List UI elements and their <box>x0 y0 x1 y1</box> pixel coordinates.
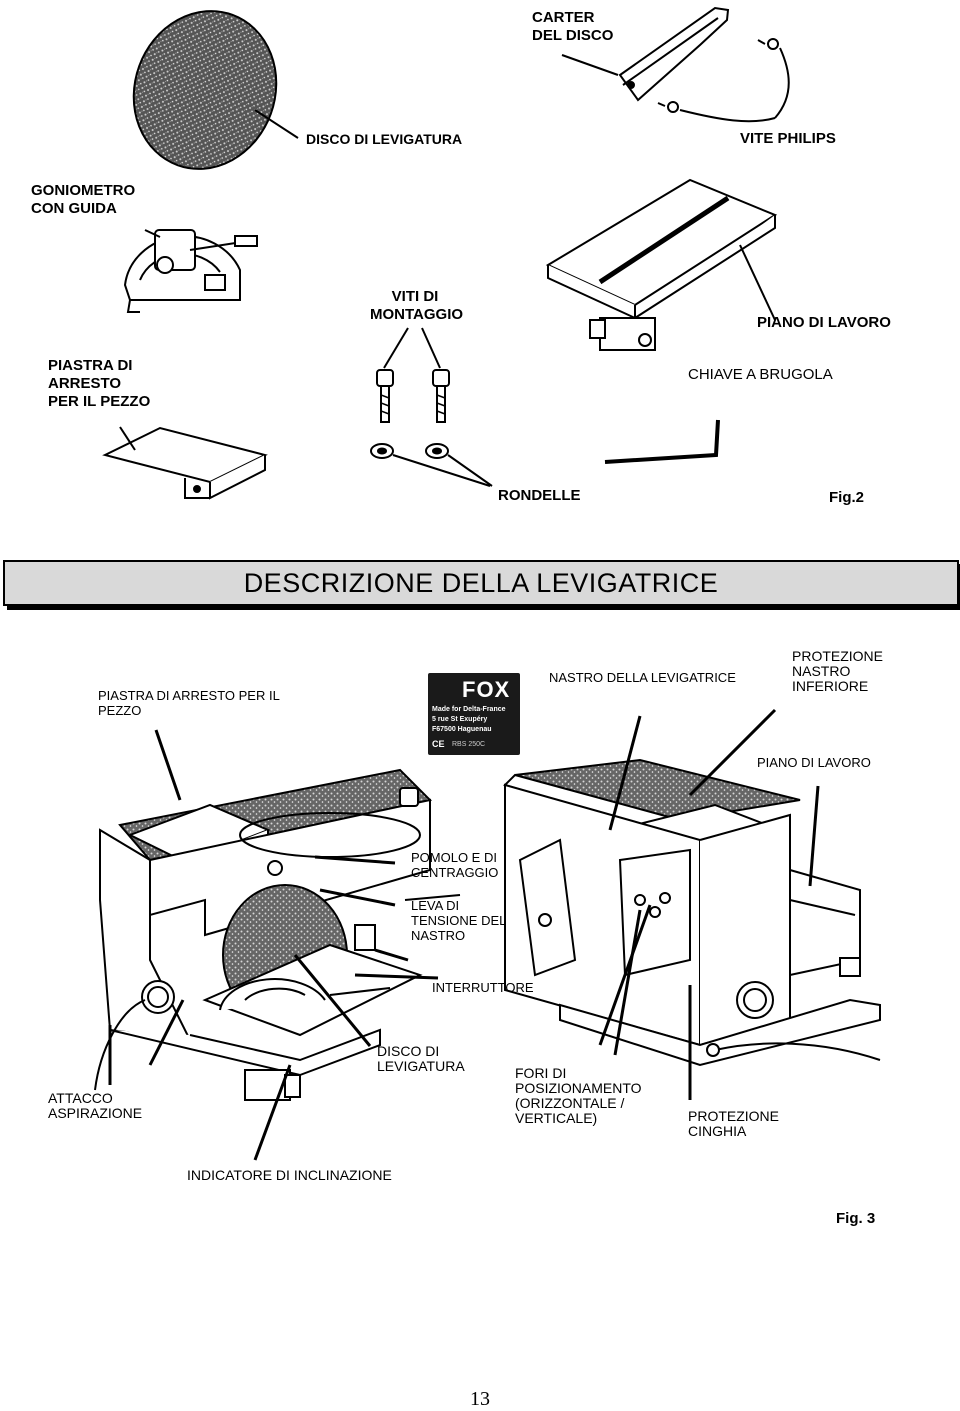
label-tilt-indicator: INDICATORE DI INCLINAZIONE <box>187 1167 392 1183</box>
label-disc-guard: CARTER DEL DISCO <box>532 9 614 44</box>
fig3-caption: Fig. 3 <box>836 1210 876 1227</box>
disc-guard-part <box>561 6 730 102</box>
philips-screws-part <box>657 38 790 123</box>
sander-front-view <box>94 768 461 1101</box>
nameplate-brand: FOX <box>462 677 511 702</box>
label-work-table-fig3: PIANO DI LAVORO <box>757 755 871 770</box>
label-work-stop-fig3: PIASTRA DI ARRESTO PER IL PEZZO <box>98 688 280 718</box>
label-work-table: PIANO DI LAVORO <box>757 314 891 331</box>
label-sanding-disc: DISCO DI LEVIGATURA <box>306 131 463 147</box>
label-mounting-bolts: VITI DI MONTAGGIO <box>370 288 464 323</box>
sanding-disc-part <box>132 10 299 170</box>
page-number: 13 <box>470 1388 490 1410</box>
nameplate-line3: F67500 Haguenau <box>432 726 492 733</box>
label-allen-key: CHIAVE A BRUGOLA <box>688 366 833 383</box>
label-sanding-belt: NASTRO DELLA LEVIGATRICE <box>549 670 736 685</box>
nameplate-ce-mark: CE <box>432 739 445 749</box>
mounting-bolts-part <box>376 327 450 423</box>
washers-part <box>370 443 493 487</box>
fox-nameplate: FOX Made for Delta-France 5 rue St Exupé… <box>428 673 520 755</box>
label-belt-guard: PROTEZIONE CINGHIA <box>688 1108 780 1139</box>
label-centering-knob: POMOLO E DI CENTRAGGIO <box>411 850 499 880</box>
label-lower-belt-guard: PROTEZIONE NASTRO INFERIORE <box>792 648 884 694</box>
label-washers: RONDELLE <box>498 487 581 504</box>
label-mitre-gauge: GONIOMETRO CON GUIDA <box>31 182 136 217</box>
mitre-gauge-part <box>123 229 258 313</box>
fig2-illustration <box>102 6 790 500</box>
section-title: DESCRIZIONE DELLA LEVIGATRICE <box>243 568 719 598</box>
label-switch: INTERRUTTORE <box>432 980 534 995</box>
allen-key-part <box>604 419 720 464</box>
nameplate-line2: 5 rue St Exupéry <box>432 716 488 723</box>
sander-rear-view <box>503 758 881 1067</box>
work-table-part <box>545 178 778 351</box>
label-sanding-disc-fig3: DISCO DI LEVIGATURA <box>377 1043 465 1074</box>
fig3-illustration <box>94 708 881 1161</box>
label-dust-port: ATTACCO ASPIRAZIONE <box>48 1090 143 1121</box>
nameplate-model: RBS 250C <box>452 741 486 748</box>
nameplate-line1: Made for Delta-France <box>432 706 506 713</box>
section-title-banner: DESCRIZIONE DELLA LEVIGATRICE <box>3 560 959 606</box>
fig3-callout-lines <box>108 708 820 1161</box>
work-stop-part <box>102 426 268 500</box>
fig2-caption: Fig.2 <box>829 489 865 506</box>
label-tension-lever: LEVA DI TENSIONE DEL NASTRO <box>411 898 507 943</box>
label-philips-screw: VITE PHILIPS <box>740 130 836 147</box>
label-positioning-holes: FORI DI POSIZIONAMENTO (ORIZZONTALE / VE… <box>515 1065 642 1126</box>
label-work-stop: PIASTRA DI ARRESTO PER IL PEZZO <box>48 357 151 410</box>
